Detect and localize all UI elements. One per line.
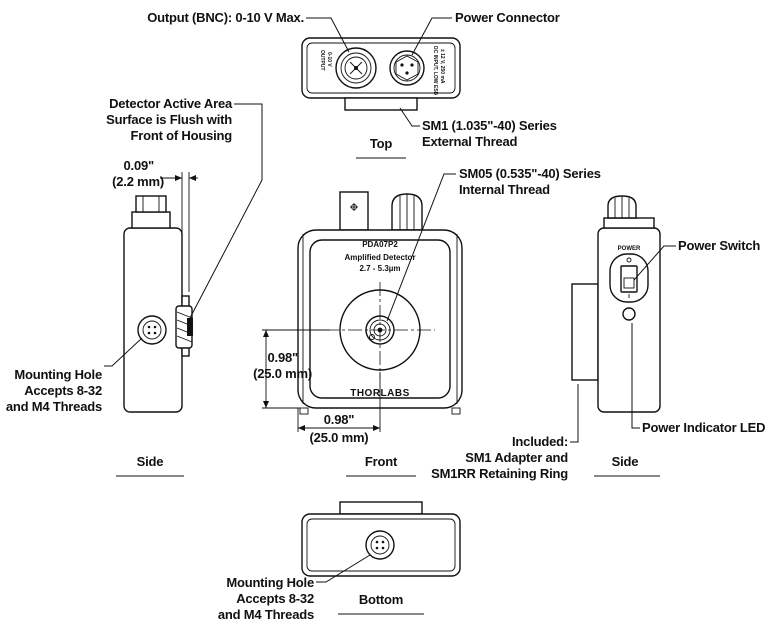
bottom-mounting-hole-icon	[365, 530, 395, 560]
detector-area-callout-line3: Front of Housing	[131, 128, 233, 143]
wavelength-range-label: 2.7 - 5.3µm	[359, 264, 400, 273]
detector-area-callout-line2: Surface is Flush with	[106, 112, 232, 127]
top-view-title: Top	[370, 136, 393, 151]
sm1-thread-callout-line2: External Thread	[422, 134, 518, 149]
left-mounting-callout-line1: Mounting Hole	[14, 367, 102, 382]
power-led-icon	[622, 307, 636, 321]
left-mounting-callout-line2: Accepts 8-32	[24, 383, 102, 398]
right-side-view-title: Side	[612, 454, 639, 469]
right-side-connector-base	[603, 217, 655, 229]
detector-area-callout-line1: Detector Active Area	[109, 96, 233, 111]
power-connector-callout: Power Connector	[455, 10, 560, 25]
flush-offset-mm: (2.2 mm)	[112, 174, 164, 189]
right-side-view: POWER	[570, 195, 676, 443]
sm1-thread-callout-line1: SM1 (1.035"-40) Series	[422, 118, 557, 133]
left-side-view	[104, 103, 263, 413]
bottom-view-title: Bottom	[359, 592, 403, 607]
power-led-leader	[631, 323, 640, 429]
output-bnc-callout: Output (BNC): 0-10 V Max.	[147, 10, 304, 25]
power-switch-leader	[633, 245, 676, 281]
top-view-sm1-thread	[344, 97, 418, 111]
bottom-mounting-leader	[316, 554, 371, 583]
included-callout-line1: Included:	[512, 434, 568, 449]
power-input-label: DC INPUT, LOW ESD	[432, 46, 438, 96]
top-view-inner-edge	[306, 42, 456, 94]
horizontal-dim-mm: (25.0 mm)	[310, 430, 369, 445]
output-bnc-leader	[306, 17, 350, 53]
vertical-dim-mm: (25.0 mm)	[253, 366, 312, 381]
power-panel-label: POWER	[618, 246, 641, 252]
switch-off-mark	[626, 257, 632, 263]
left-side-bnc-barrel	[135, 195, 167, 213]
included-leader	[570, 384, 579, 443]
included-callout-line2: SM1 Adapter and	[465, 450, 568, 465]
power-switch-callout: Power Switch	[678, 238, 760, 253]
output-range-label: 0-10 V	[326, 52, 332, 67]
power-connector-leader	[411, 17, 452, 56]
bottom-mounting-callout-line3: and M4 Threads	[218, 607, 314, 622]
sm05-thread-callout-line1: SM05 (0.535"-40) Series	[459, 166, 601, 181]
power-led-callout: Power Indicator LED	[642, 420, 765, 435]
power-switch-icon	[620, 265, 638, 293]
left-mounting-hole-icon	[137, 315, 167, 345]
bottom-view	[301, 501, 461, 583]
product-name-label: Amplified Detector	[344, 253, 415, 262]
detector-element	[187, 318, 193, 336]
left-mounting-leader	[104, 337, 143, 367]
right-side-sm1-adapter	[571, 283, 599, 381]
bottom-view-thread	[339, 501, 423, 515]
left-side-view-title: Side	[137, 454, 164, 469]
bottom-mounting-callout-line2: Accepts 8-32	[236, 591, 314, 606]
sm05-thread-leader	[386, 173, 456, 322]
front-view: PDA07P2 Amplified Detector 2.7 - 5.3µm T…	[262, 173, 463, 432]
sm1-thread-leader	[399, 107, 420, 127]
power-rating-label: ± 12 V, 250 mA	[439, 49, 445, 84]
vertical-dim-inches: 0.98"	[268, 350, 299, 365]
power-connector-icon	[389, 50, 425, 86]
bottom-mounting-callout-line1: Mounting Hole	[226, 575, 314, 590]
detector-area-leader	[189, 103, 263, 319]
horizontal-dim-inches: 0.98"	[324, 412, 355, 427]
top-view: OUTPUT 0-10 V DC INPUT, LOW ESD ± 12 V, …	[301, 17, 461, 127]
left-side-bnc-base	[131, 211, 171, 229]
output-port-label: OUTPUT	[319, 50, 325, 71]
included-callout-line3: SM1RR Retaining Ring	[431, 466, 568, 481]
sm05-thread-callout-line2: Internal Thread	[459, 182, 550, 197]
front-view-title: Front	[365, 454, 398, 469]
model-number-label: PDA07P2	[362, 240, 398, 249]
left-mounting-callout-line3: and M4 Threads	[6, 399, 102, 414]
flush-offset-inches: 0.09"	[124, 158, 155, 173]
